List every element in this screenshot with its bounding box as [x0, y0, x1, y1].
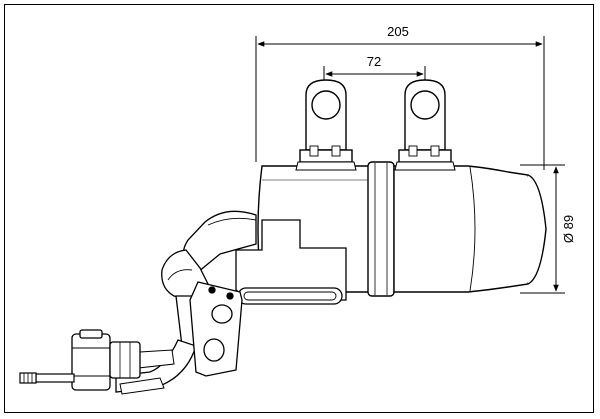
- sensor-stub: [19, 372, 75, 384]
- diameter-label: Ø 89: [561, 215, 576, 243]
- overall-length-label: 205: [387, 24, 409, 39]
- bracket-spacing-label: 72: [367, 54, 381, 69]
- side-mounting-plate: [189, 281, 243, 377]
- mounting-bracket-right: [394, 79, 456, 171]
- coupling-nut: [71, 329, 141, 391]
- clamp-plate: [235, 219, 347, 305]
- dimension-bracket-spacing: 72: [323, 54, 426, 92]
- dimension-diameter: Ø 89: [520, 164, 576, 294]
- dimension-overall-length: 205: [255, 24, 545, 170]
- mounting-bracket-left: [295, 79, 357, 171]
